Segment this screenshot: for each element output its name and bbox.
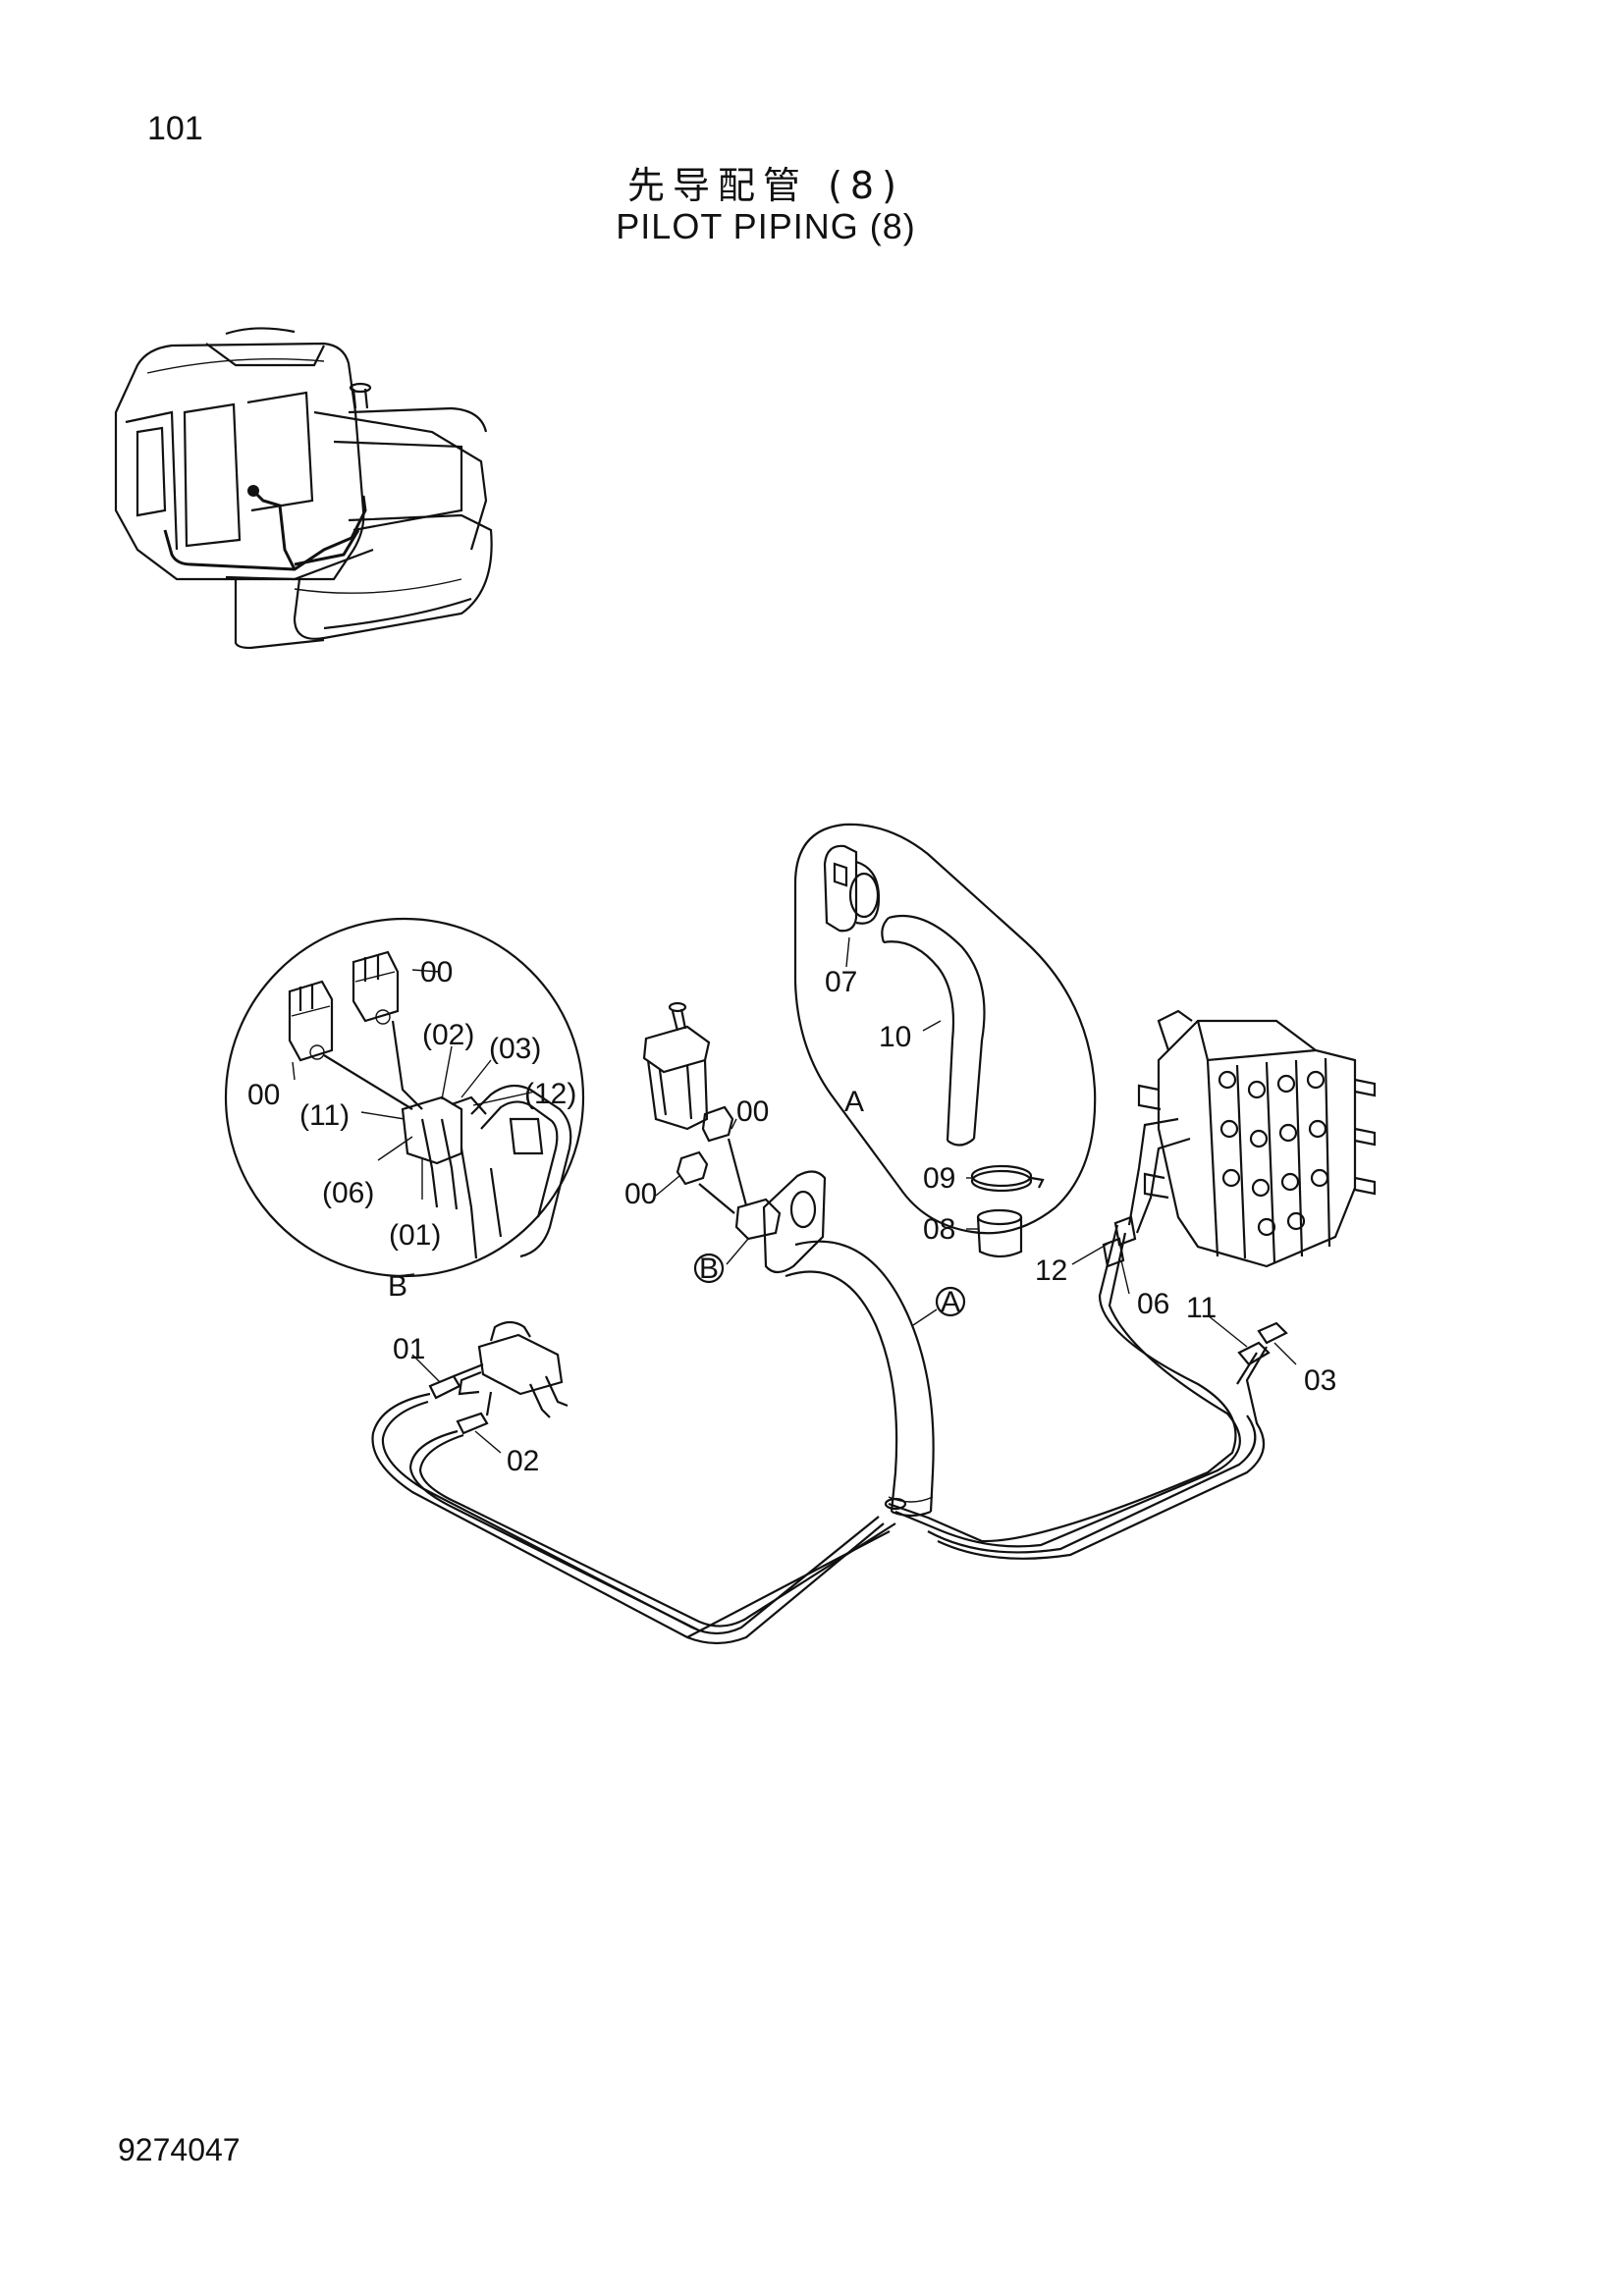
detail-b-valve-top xyxy=(352,950,400,1025)
callout-b-02: (02) xyxy=(422,1019,474,1051)
detail-a-grommet xyxy=(823,844,881,933)
detail-a-label: A xyxy=(844,1086,864,1118)
pipe-bundle-left xyxy=(371,1392,896,1645)
callout-m-00-left: 00 xyxy=(624,1178,657,1210)
main-hose xyxy=(785,1240,966,1518)
callout-b-01: (01) xyxy=(389,1219,441,1252)
title-chinese: 先导配管 (8) xyxy=(627,164,904,207)
marker-a: A xyxy=(941,1286,960,1318)
machine-overview-sketch xyxy=(114,327,493,650)
callout-b-11: (11) xyxy=(299,1099,350,1132)
callout-06: 06 xyxy=(1137,1288,1169,1320)
detail-a-oval xyxy=(793,823,1097,1258)
callout-a-08: 08 xyxy=(923,1213,955,1246)
callout-01: 01 xyxy=(393,1333,425,1365)
callout-02: 02 xyxy=(507,1445,539,1477)
callout-b-00-top: 00 xyxy=(420,956,453,988)
detail-b-label: B xyxy=(388,1270,407,1303)
pipe-bundle-right xyxy=(884,1224,1268,1560)
callout-11: 11 xyxy=(1186,1292,1217,1324)
document-number: 9274047 xyxy=(118,2132,241,2167)
callout-a-09: 09 xyxy=(923,1162,955,1195)
callout-b-06: (06) xyxy=(322,1177,374,1209)
callout-a-10: 10 xyxy=(879,1021,911,1053)
callout-12: 12 xyxy=(1035,1255,1067,1287)
pilot-valve-cluster xyxy=(642,1001,827,1284)
control-valve-ports xyxy=(1218,1070,1329,1237)
callout-a-07: 07 xyxy=(825,966,857,998)
callout-b-00-left: 00 xyxy=(247,1079,280,1111)
left-pilot-valve xyxy=(411,1320,568,1454)
title-english: PILOT PIPING (8) xyxy=(616,206,916,246)
callout-m-00-right: 00 xyxy=(736,1095,769,1128)
control-valve-block xyxy=(1071,1009,1377,1366)
page-number: 101 xyxy=(147,110,203,147)
detail-b-circle xyxy=(224,917,585,1278)
callout-b-12: (12) xyxy=(524,1078,576,1110)
callout-03: 03 xyxy=(1304,1364,1336,1397)
detail-b-valve-left xyxy=(288,980,334,1062)
marker-b: B xyxy=(699,1253,719,1285)
callout-b-03: (03) xyxy=(489,1033,541,1065)
